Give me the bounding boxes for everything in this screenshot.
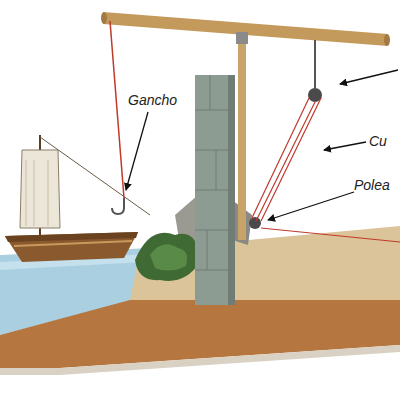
lower-pulley bbox=[249, 217, 261, 229]
earth-face bbox=[0, 300, 400, 368]
beam-end bbox=[101, 12, 107, 24]
wooden-post bbox=[238, 40, 246, 240]
leader-arrows bbox=[126, 70, 398, 220]
hook-rope bbox=[110, 21, 124, 198]
pulley-hanger bbox=[314, 40, 316, 88]
stone-pillar bbox=[195, 75, 235, 305]
ground-top bbox=[130, 226, 400, 300]
part-label: Cu bbox=[369, 133, 387, 149]
beam-joint bbox=[236, 32, 248, 44]
hook bbox=[112, 198, 124, 214]
boat bbox=[5, 135, 150, 262]
beam-end bbox=[384, 34, 390, 46]
pulley-ropes bbox=[251, 98, 400, 242]
earth-base bbox=[0, 345, 400, 375]
part-label: Polea bbox=[354, 177, 390, 193]
part-label: Gancho bbox=[128, 92, 177, 108]
wooden-beam bbox=[103, 12, 388, 46]
